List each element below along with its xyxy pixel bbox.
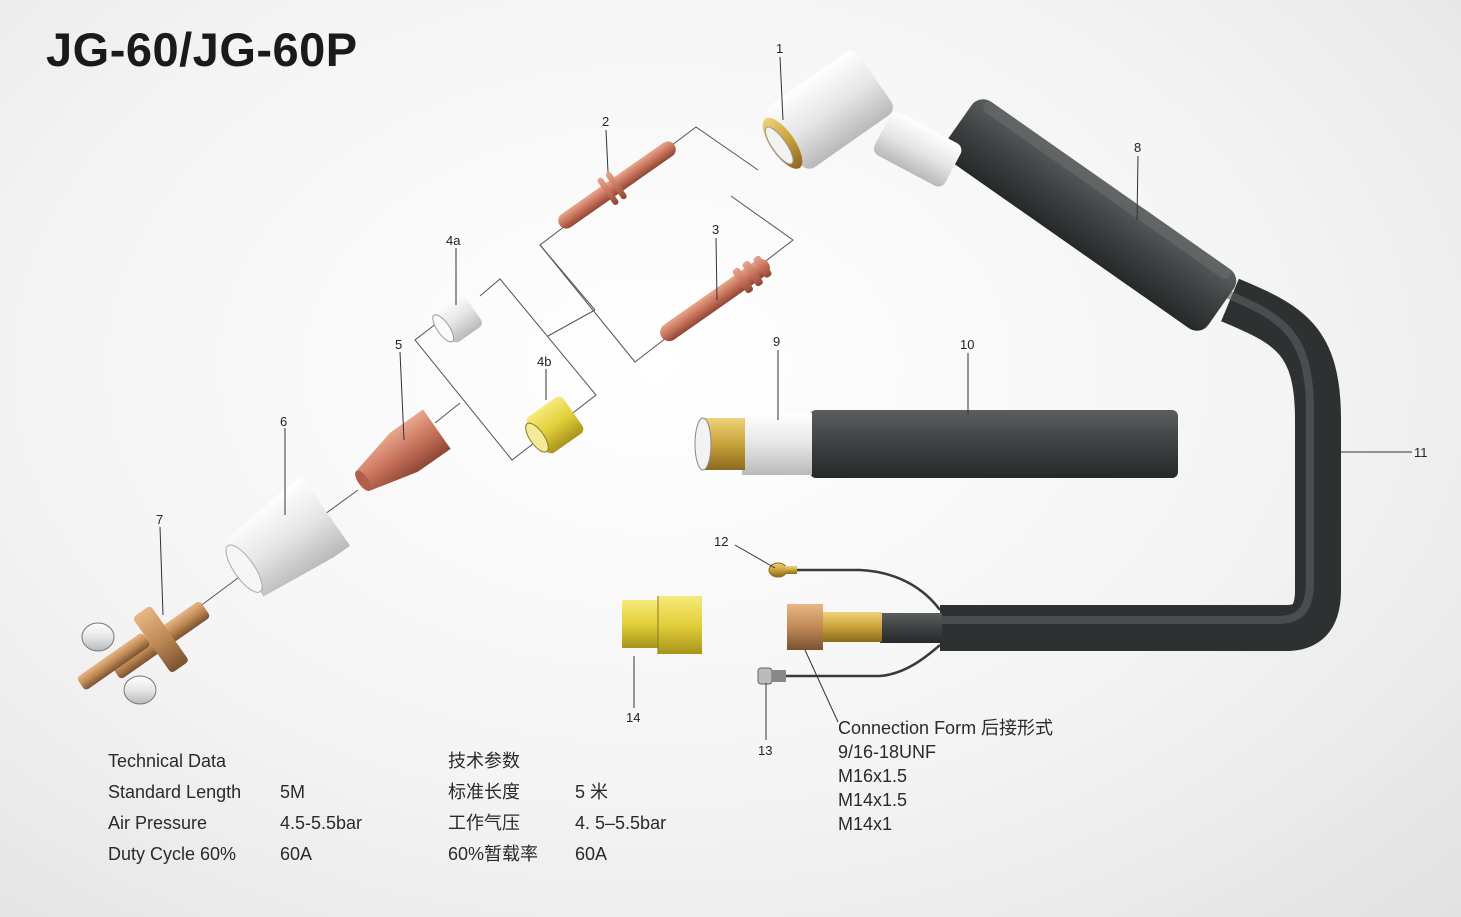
callout-7: 7 (156, 512, 163, 527)
nozzle-5 (355, 409, 451, 492)
nut-14 (622, 596, 702, 654)
spec-cn-value-duty: 60A (575, 844, 608, 864)
hose-connector (787, 604, 942, 650)
page-title: JG-60/JG-60P (46, 23, 358, 76)
cable-11 (932, 278, 1341, 651)
spec-cn-label-pressure: 工作气压 (448, 813, 520, 833)
wire-13 (770, 644, 941, 678)
callout-14: 14 (626, 710, 640, 725)
callout-labels: 1 2 3 4a 4b 5 6 7 8 9 10 11 12 13 14 (156, 41, 1428, 758)
ring-terminal-12 (768, 562, 797, 578)
leader-lines (159, 56, 1412, 740)
callout-12: 12 (714, 534, 728, 549)
callout-13: 13 (758, 743, 772, 758)
electrode-2 (558, 141, 676, 229)
callout-8: 8 (1134, 140, 1141, 155)
torch-head-1 (762, 51, 962, 187)
connection-item: 9/16-18UNF (838, 742, 937, 762)
wires (770, 568, 941, 678)
assembly-line (324, 489, 359, 515)
callout-1: 1 (776, 41, 783, 56)
swirl-ring-4a (432, 293, 482, 343)
assembly-line (434, 402, 461, 424)
connection-heading: Connection Form 后接形式 (838, 718, 1054, 738)
spec-en-label-length: Standard Length (108, 782, 242, 802)
spec-en-value-duty: 60A (280, 844, 313, 864)
callout-6: 6 (280, 414, 287, 429)
spec-cn-value-length: 5 米 (575, 782, 609, 802)
handle-8 (943, 99, 1237, 331)
callout-11: 11 (1414, 445, 1428, 460)
callout-3: 3 (712, 222, 719, 237)
swirl-ring-4b (525, 396, 584, 454)
callout-5: 5 (395, 337, 402, 352)
handle-sleeve-10 (810, 410, 1178, 478)
spec-en-value-length: 5M (280, 782, 306, 802)
assembly-line (539, 126, 794, 363)
spec-cn-heading: 技术参数 (448, 751, 520, 771)
spec-en-value-pressure: 4.5-5.5bar (280, 813, 363, 833)
fitting-9 (694, 413, 812, 475)
connection-item: M16x1.5 (838, 766, 908, 786)
connection-item: M14x1 (838, 814, 893, 834)
spec-cn-value-pressure: 4. 5–5.5bar (575, 813, 667, 833)
spacer-guide-7 (77, 601, 210, 705)
spec-cn-label-duty: 60%暂载率 (448, 844, 539, 864)
callout-4a: 4a (446, 233, 461, 248)
spec-en-heading: Technical Data (108, 751, 227, 771)
wire-12 (790, 568, 941, 611)
assembly-line (547, 309, 596, 337)
callout-10: 10 (960, 337, 974, 352)
assembly-line (539, 244, 596, 311)
callout-9: 9 (773, 334, 780, 349)
spec-cn-label-length: 标准长度 (448, 782, 520, 802)
electrode-3 (660, 255, 772, 342)
spec-en-label-pressure: Air Pressure (108, 813, 208, 833)
connection-item: M14x1.5 (838, 790, 908, 810)
spec-en-label-duty: Duty Cycle 60% (108, 844, 237, 864)
callout-4b: 4b (537, 354, 551, 369)
callout-2: 2 (602, 114, 609, 129)
pin-connector-13 (757, 667, 786, 685)
shield-cup-6 (224, 476, 351, 597)
